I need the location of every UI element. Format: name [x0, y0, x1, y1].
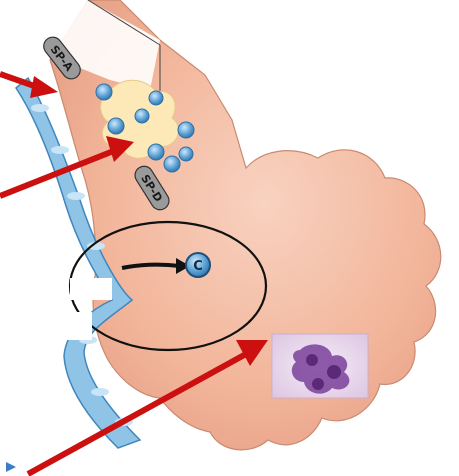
small-marker: [6, 462, 16, 472]
vesicle: [179, 147, 193, 161]
vesicle: [148, 144, 164, 160]
vesicle: [149, 91, 163, 105]
vesicle: [178, 122, 194, 138]
vesicle: [108, 118, 124, 134]
occlusion-patch: [70, 278, 112, 300]
vesicle: [135, 109, 149, 123]
vesicle: [164, 156, 180, 172]
neutrophil-icon: [272, 334, 368, 398]
complement-label: C: [193, 259, 203, 274]
occlusion-patch: [62, 312, 92, 340]
vesicle: [96, 84, 112, 100]
